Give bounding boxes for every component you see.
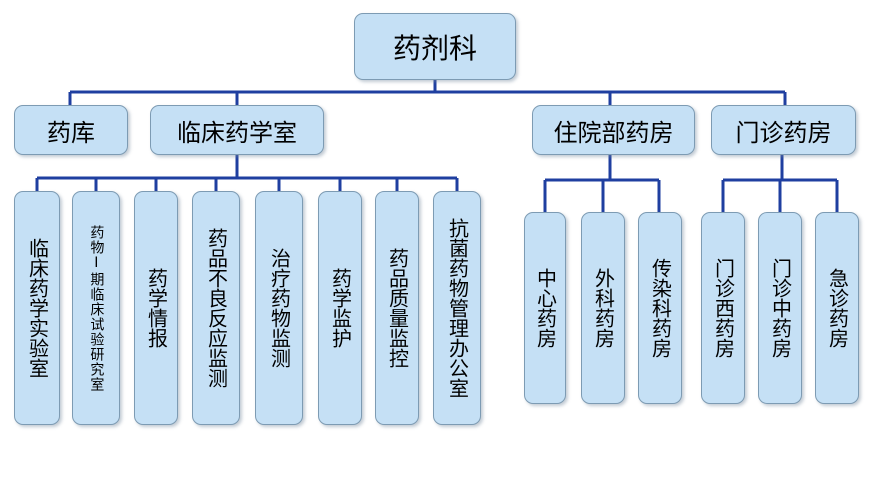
clinical-unit-label: 药学监护 bbox=[328, 268, 353, 348]
clinical-unit-box: 药学情报 bbox=[134, 191, 178, 425]
level1-label: 临床药学室 bbox=[177, 118, 297, 147]
level1-label: 门诊药房 bbox=[735, 118, 832, 147]
connector-inpatient-drops bbox=[543, 180, 661, 212]
clinical-unit-box: 抗菌药物管理办公室 bbox=[433, 191, 481, 425]
clinical-unit-label: 药品不良反应监测 bbox=[204, 228, 229, 388]
clinical-unit-label: 药品质量监控 bbox=[385, 248, 410, 368]
clinical-unit-box: 药品不良反应监测 bbox=[192, 191, 240, 425]
outpatient-unit-box: 急诊药房 bbox=[815, 212, 859, 404]
level1-yaoku-box: 药库 bbox=[14, 105, 128, 155]
clinical-unit-label: 药学情报 bbox=[144, 268, 169, 348]
inpatient-unit-label: 传染科药房 bbox=[648, 258, 673, 358]
clinical-unit-box: 药品质量监控 bbox=[375, 191, 419, 425]
inpatient-unit-label: 外科药房 bbox=[591, 268, 616, 348]
clinical-unit-label: 临床药学实验室 bbox=[25, 238, 50, 378]
level1-label: 药库 bbox=[47, 118, 95, 147]
clinical-unit-box: 药学监护 bbox=[318, 191, 362, 425]
outpatient-unit-label: 门诊西药房 bbox=[711, 258, 736, 358]
level1-inpatient-pharmacy-box: 住院部药房 bbox=[532, 105, 695, 155]
root-box: 药剂科 bbox=[354, 13, 516, 80]
level1-outpatient-pharmacy-box: 门诊药房 bbox=[711, 105, 856, 155]
outpatient-unit-label: 急诊药房 bbox=[825, 268, 850, 348]
level1-clinical-pharmacy-box: 临床药学室 bbox=[150, 105, 324, 155]
clinical-unit-box: 临床药学实验室 bbox=[14, 191, 60, 425]
outpatient-unit-box: 门诊西药房 bbox=[701, 212, 745, 404]
clinical-unit-box: 治疗药物监测 bbox=[255, 191, 303, 425]
outpatient-unit-box: 门诊中药房 bbox=[758, 212, 802, 404]
clinical-unit-label: 抗菌药物管理办公室 bbox=[445, 218, 470, 398]
inpatient-unit-box: 中心药房 bbox=[524, 212, 566, 404]
root-label: 药剂科 bbox=[392, 31, 477, 65]
clinical-unit-label: 治疗药物监测 bbox=[267, 248, 292, 368]
inpatient-unit-box: 外科药房 bbox=[581, 212, 625, 404]
level1-label: 住院部药房 bbox=[553, 118, 674, 147]
connector-clinical-drops bbox=[35, 178, 459, 191]
clinical-unit-box: 药物Ⅰ期临床试验研究室 bbox=[72, 191, 120, 425]
inpatient-unit-label: 中心药房 bbox=[533, 268, 558, 348]
outpatient-unit-label: 门诊中药房 bbox=[768, 258, 793, 358]
clinical-unit-label: 药物Ⅰ期临床试验研究室 bbox=[88, 224, 105, 392]
connector-outpatient-drops bbox=[721, 180, 839, 212]
inpatient-unit-box: 传染科药房 bbox=[638, 212, 682, 404]
